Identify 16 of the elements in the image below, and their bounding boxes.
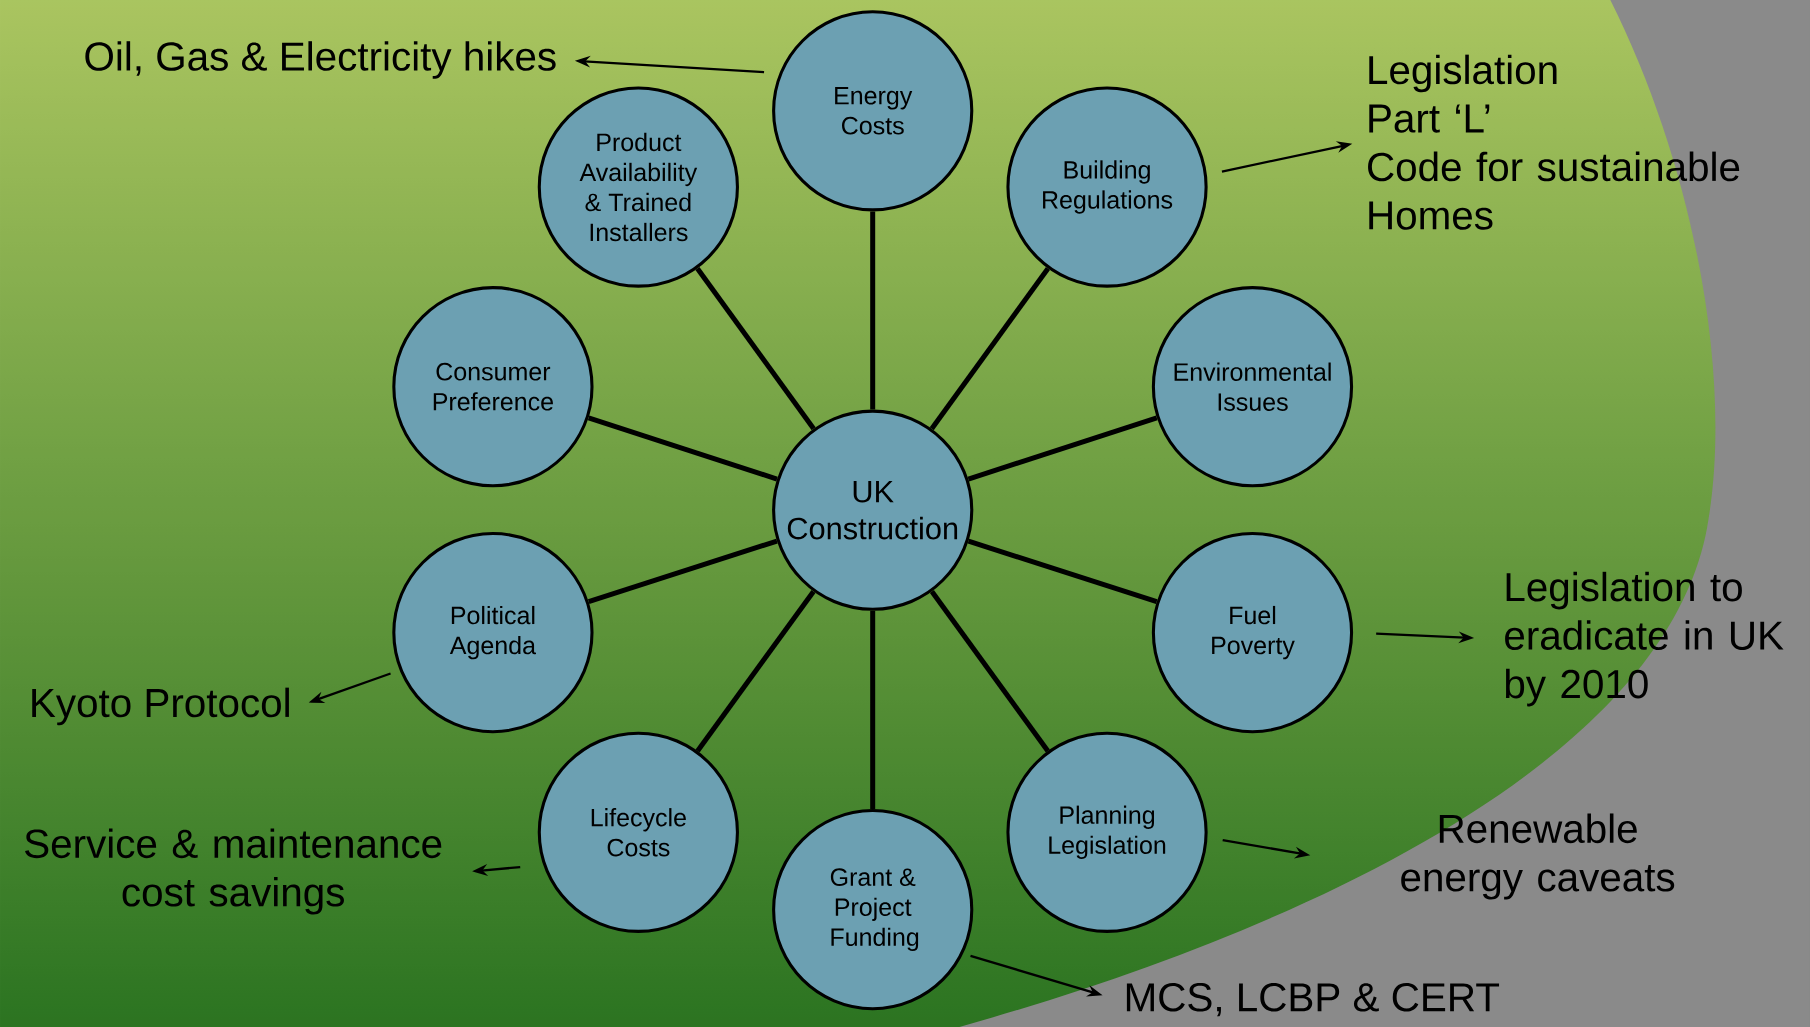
note-text: MCS, LCBP & CERT: [1126, 982, 1500, 1017]
spoke-line: [929, 589, 1050, 753]
note-text: Renewable energy caveats: [1401, 813, 1675, 900]
note-text: Service & maintenance cost savings: [25, 828, 442, 915]
spoke-line: [929, 266, 1050, 431]
note-text: Legislation Part ‘L’ Code for sustainable Homes: [1368, 54, 1740, 230]
note-text: Kyoto Protocol: [32, 687, 289, 726]
spoke-line: [587, 538, 778, 604]
spoke-line: [870, 211, 876, 410]
spoke-line: [967, 415, 1158, 482]
spoke-line: [870, 610, 876, 809]
spoke-line: [587, 415, 778, 482]
spoke-line: [695, 589, 816, 753]
note-text: Oil, Gas & Electricity hikes: [85, 41, 556, 79]
spoke-line: [967, 538, 1158, 604]
spoke-line: [695, 266, 816, 431]
